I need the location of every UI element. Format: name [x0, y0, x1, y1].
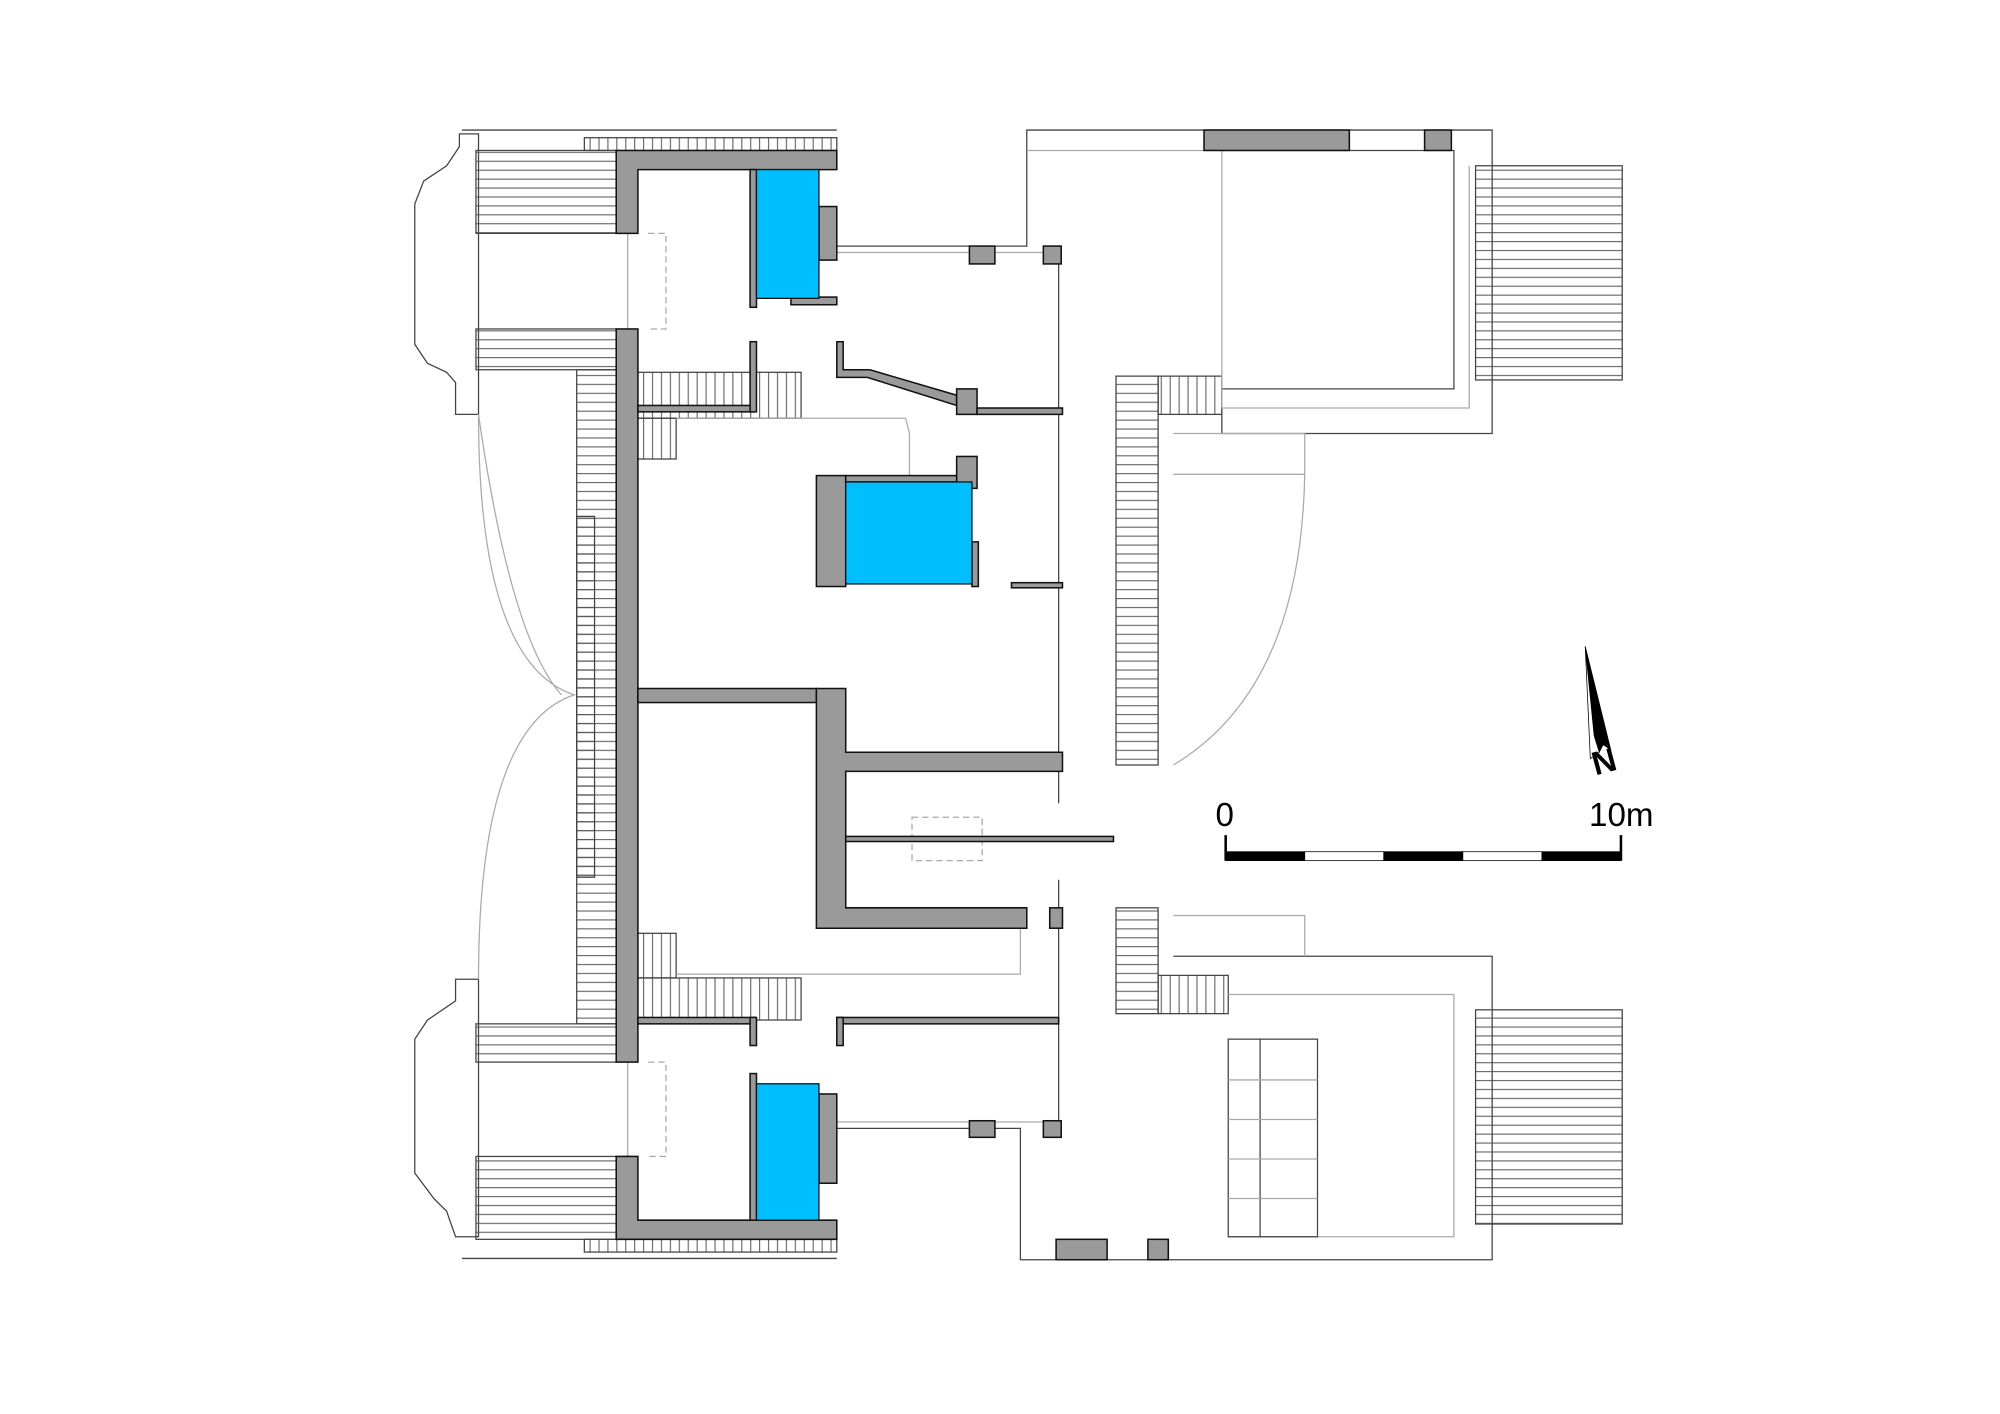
scale-bar: 0 10m	[1215, 797, 1654, 862]
pool-south	[755, 1083, 820, 1221]
north-label: N	[1588, 741, 1621, 783]
west-bay-windows	[414, 133, 577, 1238]
pools	[755, 168, 973, 1221]
scale-end-label: 10m	[1589, 797, 1653, 834]
pool-north	[755, 168, 820, 299]
pool-central	[845, 481, 973, 585]
stairs	[475, 137, 1623, 1253]
walls	[615, 129, 1453, 1261]
scale-bar-segment	[1225, 851, 1306, 862]
scale-bar-segment	[1383, 851, 1464, 862]
outline-lines	[461, 129, 1493, 1261]
scale-bar-segment	[1304, 851, 1385, 862]
scale-start-label: 0	[1215, 797, 1233, 834]
scale-bar-segment	[1462, 851, 1543, 862]
north-arrow: N	[1584, 646, 1621, 783]
scale-bar-segment	[1541, 851, 1622, 862]
